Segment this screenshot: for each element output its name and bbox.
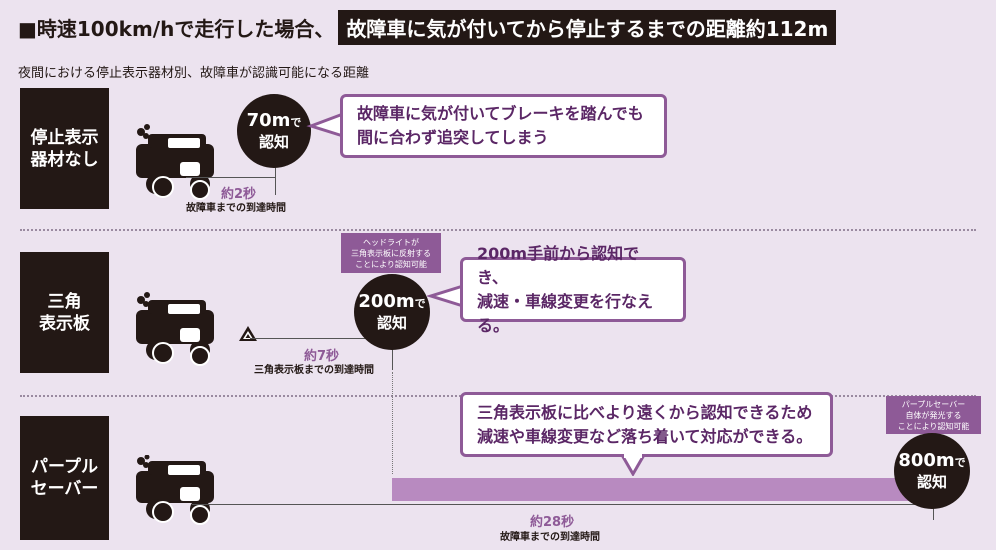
row-separator-1	[20, 229, 976, 231]
car-motorcycle-icon	[136, 124, 214, 200]
bubble-pointer-3	[619, 454, 647, 476]
recognition-distance-2: 200m	[358, 291, 415, 312]
arrival-time-3: 約28秒	[530, 515, 575, 530]
distance-line-3	[192, 504, 934, 505]
page-title-highlight: 故障車に気が付いてから停止するまでの距離約112m	[338, 9, 837, 45]
recognition-suffix-3: で	[954, 456, 966, 469]
arrival-caption-1: 故障車までの到達時間	[186, 203, 286, 214]
page-subtitle: 夜間における停止表示器材別、故障車が認識可能になる距離	[18, 66, 370, 81]
distance-line-1	[186, 177, 276, 178]
car-motorcycle-icon	[136, 292, 214, 366]
row-label-purple-saver: パープル セーバー	[20, 416, 109, 540]
arrival-time-1: 約2秒	[221, 187, 257, 202]
glow-tag: パープルセーバー 自体が発光する ことにより認知可能	[886, 396, 981, 434]
recognition-label-3: 認知	[916, 473, 947, 491]
message-bubble-3: 三角表示板に比べより遠くから認知できるため 減速や車線変更など落ち着いて対応がで…	[460, 392, 833, 457]
arrival-time-2: 約7秒	[304, 349, 340, 364]
recognition-suffix-1: で	[290, 116, 302, 129]
recognition-distance-1: 70m	[246, 110, 291, 131]
distance-marker-1	[275, 150, 276, 195]
warning-triangle-icon	[239, 326, 257, 341]
reference-line	[392, 372, 393, 474]
car-motorcycle-icon	[136, 455, 214, 525]
row-label-none: 停止表示 器材なし	[20, 88, 109, 209]
arrival-caption-3: 故障車までの到達時間	[500, 532, 600, 543]
purple-saver-distance-bar	[392, 478, 933, 501]
recognition-label-2: 認知	[376, 314, 407, 332]
recognition-circle-2: 200mで 認知	[354, 274, 430, 350]
reflection-tag: ヘッドライトが 三角表示板に反射する ことにより認知可能	[341, 233, 441, 273]
recognition-label-1: 認知	[258, 133, 289, 151]
recognition-suffix-2: で	[414, 297, 426, 310]
distance-line-2	[250, 338, 392, 339]
page-title: ■時速100km/hで走行した場合、	[18, 16, 335, 41]
recognition-circle-1: 70mで 認知	[237, 94, 311, 168]
bubble-pointer-1	[306, 111, 345, 139]
recognition-distance-3: 800m	[898, 450, 955, 471]
header: ■時速100km/hで走行した場合、 故障車に気が付いてから停止するまでの距離約…	[18, 9, 837, 45]
message-bubble-2: 200m手前から認知でき、 減速・車線変更を行なえる。	[460, 244, 686, 335]
arrival-caption-2: 三角表示板までの到達時間	[254, 365, 374, 376]
row-label-triangle: 三角 表示板	[20, 252, 109, 373]
recognition-circle-3: 800mで 認知	[894, 433, 970, 509]
message-bubble-1: 故障車に気が付いてブレーキを踏んでも 間に合わず追突してしまう	[340, 94, 667, 158]
